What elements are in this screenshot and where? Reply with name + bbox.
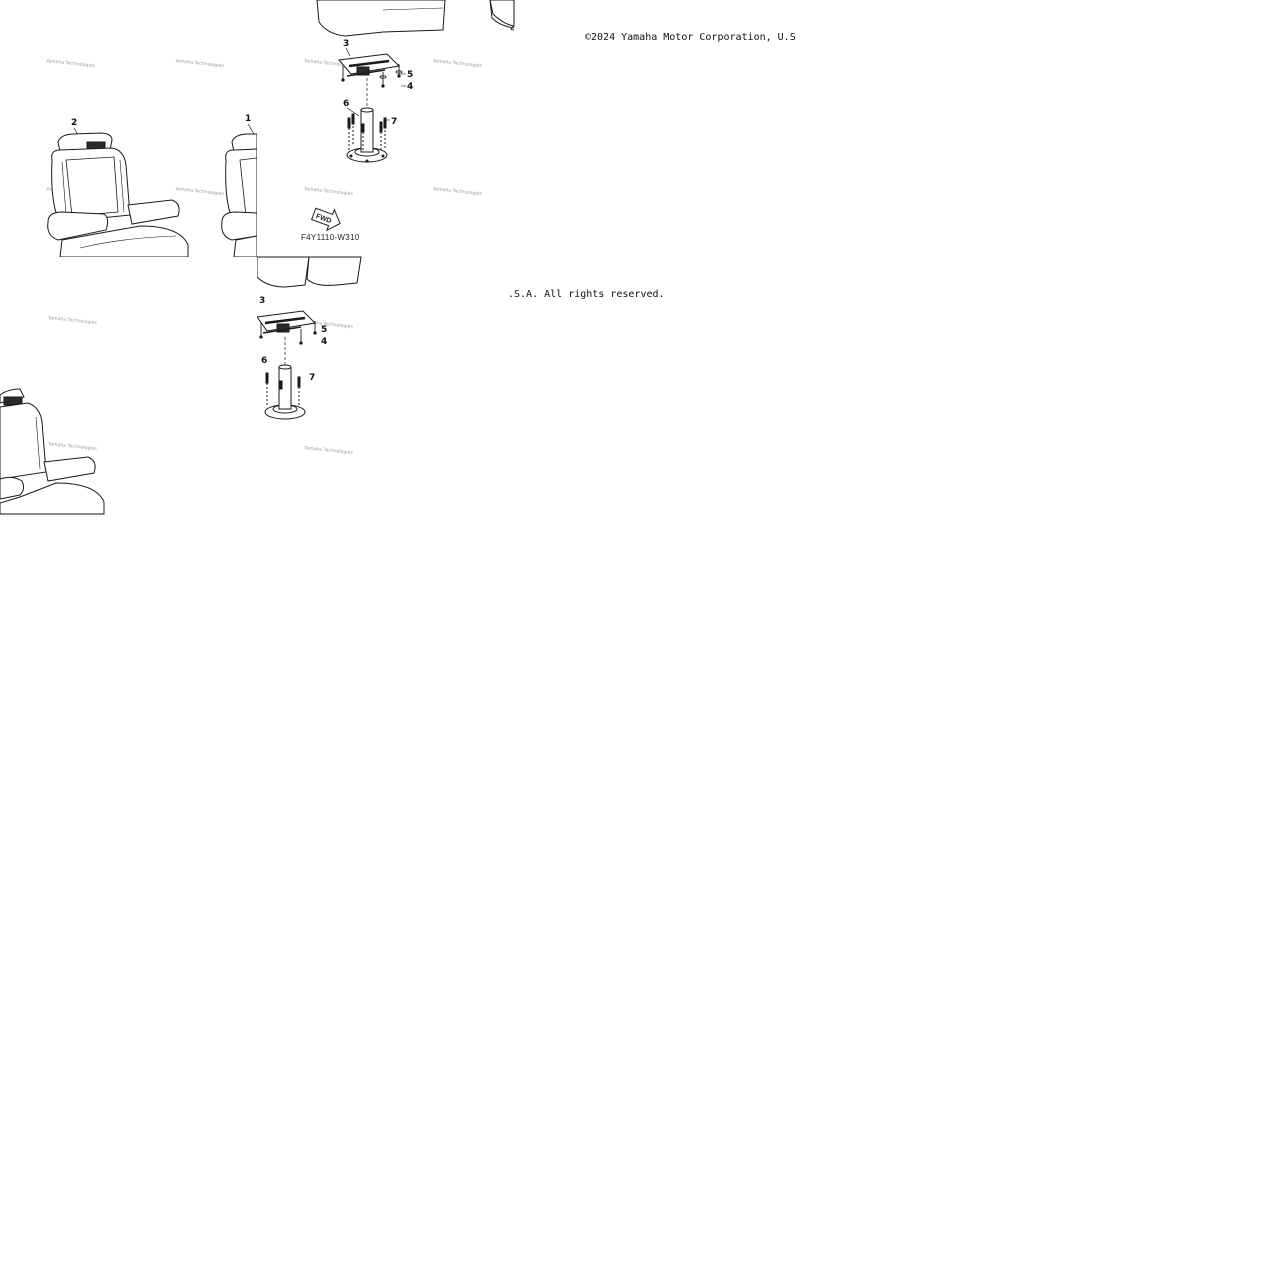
- leader-line: [345, 47, 351, 57]
- seat-cushion-edge: [256, 256, 362, 288]
- callout-1: 1: [245, 114, 251, 124]
- figure-code: F4Y1110-W310: [301, 233, 360, 242]
- callout-7: 7: [391, 117, 397, 127]
- watermark-text: Yamaha Technologies: [303, 319, 354, 330]
- forward-arrow: FWD: [311, 207, 341, 232]
- watermark-text: Yamaha Technologies: [174, 186, 225, 197]
- seat-cushion-edge: [510, 0, 515, 31]
- watermark-text: Yamaha Technologies: [47, 441, 98, 452]
- seat-drawing: Yamaha Technologies Yamaha Technologies: [0, 315, 105, 515]
- diagram-tile-pedestal-repeat: Yamaha Technologies Yamaha Technologies …: [256, 256, 514, 514]
- leader-line: [346, 107, 360, 117]
- edge-drawing: [489, 0, 515, 31]
- copyright-notice-continued: .S.A. All rights reserved.: [508, 289, 665, 300]
- fastener-group: [341, 64, 403, 88]
- callout-3: 3: [343, 39, 349, 49]
- watermark-text: Yamaha Technologies: [303, 58, 354, 69]
- diagram-tile-seat-repeat: Yamaha Technologies Yamaha Technologies: [0, 257, 257, 515]
- swivel-plate: [338, 53, 401, 77]
- callout-6: 6: [343, 99, 349, 109]
- callout-6: 6: [261, 356, 267, 366]
- seat-illustration: [221, 133, 258, 258]
- seat-illustration: [0, 388, 105, 515]
- watermark-text: Yamaha Technologies: [303, 445, 354, 456]
- watermark-text: Yamaha Technologies: [432, 58, 483, 69]
- copyright-notice: ©2024 Yamaha Motor Corporation, U.S: [585, 32, 796, 43]
- pedestal-drawing: Yamaha Technologies Yamaha Technologies …: [256, 256, 362, 456]
- pedestal-post: [346, 107, 388, 163]
- screw-group: [347, 113, 387, 150]
- callout-4: 4: [407, 82, 413, 92]
- seat-drawing: Yamaha Technologies Yamaha Technologies …: [45, 58, 258, 258]
- callout-5: 5: [407, 70, 413, 80]
- watermark-text: Yamaha Technologies: [174, 58, 225, 69]
- fastener-group: [259, 321, 317, 345]
- watermark-text: Yamaha Technologies: [45, 58, 96, 69]
- diagram-tile-seats: Yamaha Technologies Yamaha Technologies …: [0, 0, 258, 258]
- diagram-tile-pedestal: Yamaha Technologies Yamaha Technologies …: [257, 0, 515, 257]
- seat-illustration: [47, 132, 189, 258]
- callout-2: 2: [71, 118, 77, 128]
- seat-cushion-edge: [316, 0, 515, 37]
- screw-group: [265, 372, 301, 407]
- pedestal-post: [264, 364, 306, 420]
- swivel-plate: [256, 310, 317, 334]
- seat-cushion-edge: [489, 0, 515, 29]
- watermark-text: Yamaha Technologies: [432, 186, 483, 197]
- callout-7: 7: [309, 373, 315, 383]
- callout-4: 4: [321, 337, 327, 347]
- leader-line: [247, 123, 255, 135]
- callout-5: 5: [321, 325, 327, 335]
- callout-3: 3: [259, 296, 265, 306]
- diagram-tile-edge: [489, 0, 771, 257]
- pedestal-drawing: Yamaha Technologies Yamaha Technologies …: [301, 0, 515, 242]
- watermark-text: Yamaha Technologies: [303, 186, 354, 197]
- watermark-text: Yamaha Technologies: [47, 315, 98, 326]
